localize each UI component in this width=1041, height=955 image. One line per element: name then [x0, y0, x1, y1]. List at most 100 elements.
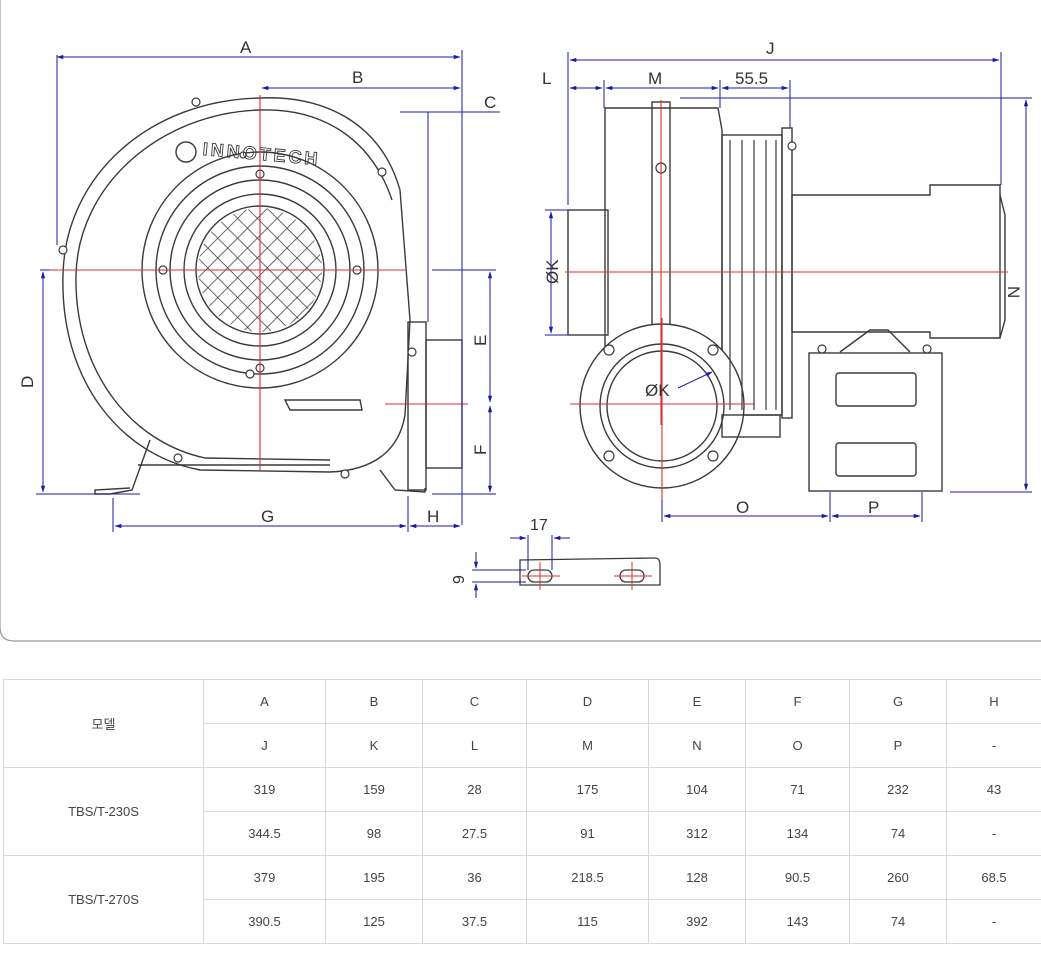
slot-dimension-lines [472, 535, 570, 598]
logo-text: INNOTECH [202, 139, 321, 169]
table-cell: 36 [422, 855, 527, 900]
blower-side-view [567, 101, 1006, 492]
header-cell: M [526, 723, 649, 768]
table-cell: 74 [849, 899, 947, 944]
dim-label-H: H [427, 507, 439, 526]
table-cell: - [946, 811, 1041, 856]
housing-outline [62, 97, 411, 473]
dimension-lines-right [545, 52, 1032, 522]
table-cell: 390.5 [203, 899, 326, 944]
header-cell: G [849, 679, 947, 724]
technical-drawing-panel: INNOTECH A B C D E F G H [0, 0, 1041, 642]
table-row: 344.5 98 27.5 91 312 134 74 - [4, 811, 1041, 856]
dim-label-O: O [736, 498, 749, 517]
table-cell: 143 [745, 899, 850, 944]
base-plate-side [721, 414, 781, 438]
table-cell: 28 [422, 767, 527, 812]
dim-label-M: M [648, 69, 662, 88]
dim-label-9: 9 [451, 575, 468, 584]
table-cell: 379 [203, 855, 326, 900]
dim-label-K-inner: ØK [645, 381, 670, 400]
model-name: TBS/T-270S [3, 855, 204, 944]
dim-label-J: J [766, 39, 775, 58]
table-cell: 115 [526, 899, 649, 944]
table-cell: 68.5 [946, 855, 1041, 900]
table-cell: 37.5 [422, 899, 527, 944]
header-cell: - [946, 723, 1041, 768]
header-cell: B [325, 679, 423, 724]
header-cell: N [648, 723, 746, 768]
dim-label-55-5: 55.5 [735, 69, 768, 88]
table-cell: 134 [745, 811, 850, 856]
table-cell: 260 [849, 855, 947, 900]
table-cell: 159 [325, 767, 423, 812]
panel-border [0, 0, 1041, 642]
table-cell: 128 [648, 855, 746, 900]
table-cell: 71 [745, 767, 850, 812]
technical-drawing: INNOTECH A B C D E F G H [0, 0, 1041, 642]
dimension-labels-right: J L M 55.5 ØK ØK N O P [542, 39, 1023, 517]
motor-end-cap [999, 194, 1006, 339]
table-cell: - [946, 899, 1041, 944]
model-name: TBS/T-230S [3, 767, 204, 856]
header-cell: C [422, 679, 527, 724]
header-cell: H [946, 679, 1041, 724]
fin-slots [729, 140, 777, 410]
table-cell: 27.5 [422, 811, 527, 856]
table-cell: 43 [946, 767, 1041, 812]
foot-slot-detail [519, 557, 661, 586]
spec-table: 모델 A B C D E F G H J K L M N O P - TBS/T… [3, 679, 1041, 944]
header-cell: A [203, 679, 326, 724]
header-cell: O [745, 723, 850, 768]
housing-inner-outline [75, 109, 393, 461]
header-cell: K [325, 723, 423, 768]
table-cell: 175 [526, 767, 649, 812]
dim-label-A: A [240, 38, 252, 57]
table-row: TBS/T-270S 379 195 36 218.5 128 90.5 260… [3, 855, 1041, 944]
table-cell: 344.5 [203, 811, 326, 856]
model-header: 모델 [3, 679, 204, 768]
dim-label-K-outer: ØK [543, 259, 562, 284]
right-leg [379, 469, 426, 493]
table-cell: 218.5 [526, 855, 649, 900]
terminal-label-top [835, 372, 917, 407]
terminal-box [808, 352, 943, 492]
table-cell: 104 [648, 767, 746, 812]
table-row: 390.5 125 37.5 115 392 143 74 - [4, 899, 1041, 944]
header-cell: D [526, 679, 649, 724]
dim-label-N: N [1004, 286, 1023, 298]
dim-label-B: B [352, 68, 363, 87]
header-row-2: J K L M N O P - [4, 723, 1041, 768]
table-cell: 74 [849, 811, 947, 856]
header-cell: F [745, 679, 850, 724]
motor-body [791, 184, 1001, 339]
dim-label-P: P [868, 498, 879, 517]
dim-label-17: 17 [530, 517, 548, 534]
terminal-box-top [839, 329, 911, 353]
dim-label-E: E [471, 335, 490, 346]
dim-label-G: G [261, 507, 274, 526]
table-cell: 319 [203, 767, 326, 812]
slot-center-lines [522, 562, 652, 590]
table-cell: 195 [325, 855, 423, 900]
table-cell: 312 [648, 811, 746, 856]
motor-flange [781, 127, 793, 419]
table-cell: 90.5 [745, 855, 850, 900]
center-lines [40, 95, 468, 470]
table-cell: 392 [648, 899, 746, 944]
foot-plate [519, 557, 661, 586]
dimension-lines-left [36, 50, 500, 532]
logo-icon [175, 141, 197, 163]
header-row-1: 모델 A B C D E F G H [3, 679, 1041, 768]
dimension-labels-left: A B C D E F G H [18, 38, 496, 526]
table-row: TBS/T-230S 319 159 28 175 104 71 232 43 [3, 767, 1041, 856]
header-cell: E [648, 679, 746, 724]
left-leg [94, 439, 151, 495]
center-lines-right [565, 100, 1008, 500]
dim-label-C: C [484, 93, 496, 112]
dim-label-L: L [542, 69, 551, 88]
dim-label-F: F [471, 445, 490, 455]
header-cell: P [849, 723, 947, 768]
outlet-flange [407, 321, 427, 491]
header-cell: J [203, 723, 326, 768]
